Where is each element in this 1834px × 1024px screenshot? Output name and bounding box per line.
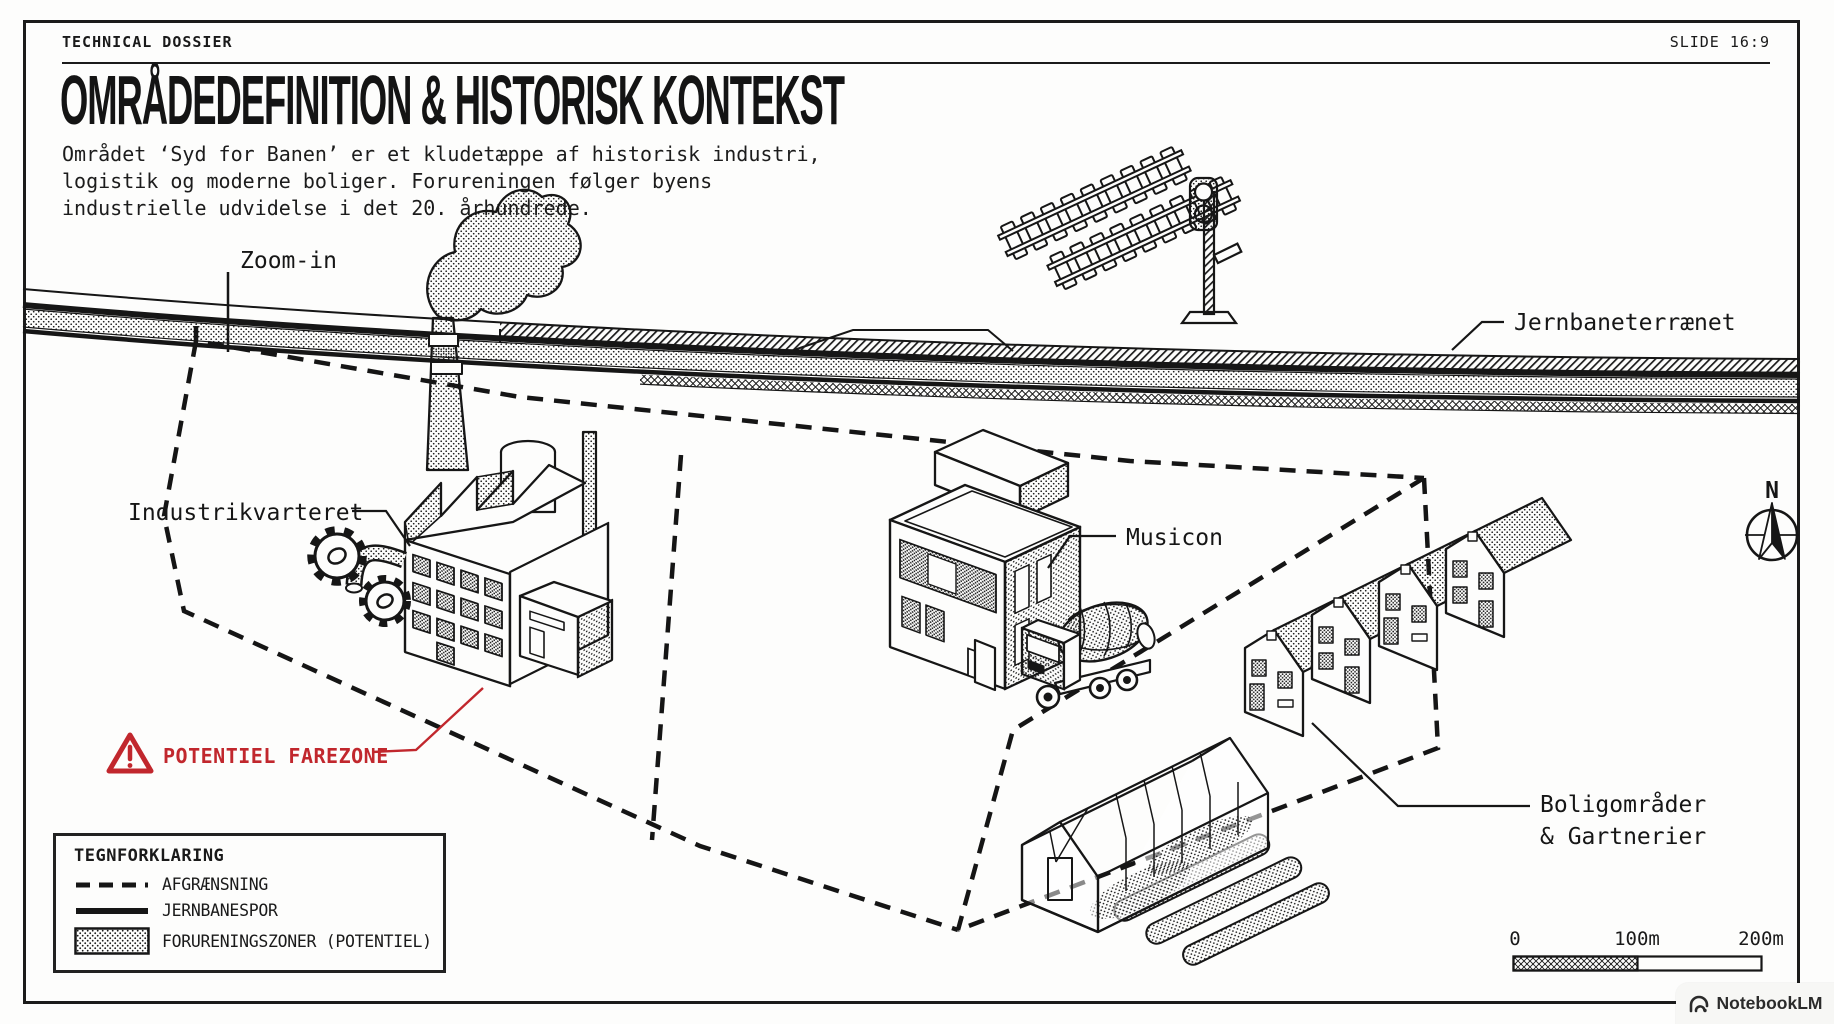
- industrial-callout: Industrikvarteret: [128, 500, 411, 547]
- doc-type-label: TECHNICAL DOSSIER: [62, 33, 233, 51]
- scale-tick-0: 0: [1509, 928, 1521, 950]
- hazard-label: POTENTIEL FAREZONE: [163, 744, 389, 768]
- greenhouse-illustration: [1020, 736, 1330, 966]
- hazard-warning: POTENTIEL FAREZONE: [106, 687, 484, 774]
- zoom-in-label: Zoom-in: [240, 248, 337, 274]
- scale-bar: 0 100m 200m: [1509, 928, 1784, 976]
- intro-line-2: logistik og moderne boliger. Forureninge…: [62, 169, 713, 193]
- railway-area-callout: Jernbaneterrænet: [1451, 310, 1736, 351]
- legend-title: TEGNFORKLARING: [74, 846, 225, 866]
- legend-box: TEGNFORKLARING AFGRÆNSNING JERNBANESPOR: [53, 833, 446, 973]
- header-rule: [62, 62, 1770, 64]
- mixer-truck-illustration: [1020, 601, 1156, 710]
- housing-label-line2: & Gartnerier: [1540, 824, 1706, 850]
- railway-area-label: Jernbaneterrænet: [1514, 310, 1736, 336]
- rail-tracks-illustration: [996, 146, 1243, 325]
- railway-corridor: [22, 288, 1801, 415]
- factory-illustration: [307, 188, 614, 688]
- legend-item-railway: JERNBANESPOR: [74, 901, 443, 920]
- solid-line-symbol: [74, 906, 150, 916]
- compass-north-label: N: [1765, 478, 1779, 504]
- rail-signal: [1179, 176, 1243, 325]
- industrial-label: Industrikvarteret: [128, 500, 363, 526]
- housing-callout: Boligområder & Gartnerier: [1311, 722, 1706, 850]
- dashed-line-symbol: [74, 880, 150, 890]
- legend-item-boundary: AFGRÆNSNING: [74, 875, 443, 894]
- musicon-entrance: [973, 638, 997, 692]
- factory-smoke: [426, 188, 582, 322]
- zoom-in-marker: Zoom-in: [226, 248, 337, 352]
- scale-bar-graphic: [1512, 955, 1763, 972]
- legend-item-pollution: FORURENINGSZONER (POTENTIEL): [74, 927, 443, 955]
- compass-rose: N: [1745, 478, 1799, 562]
- boundary-musicon-left: [649, 454, 684, 841]
- scale-tick-100: 100m: [1614, 928, 1660, 950]
- musicon-callout: Musicon: [1047, 525, 1223, 569]
- legend-item-label: JERNBANESPOR: [162, 901, 278, 920]
- slide-format-label: SLIDE 16:9: [1669, 33, 1770, 51]
- intro-paragraph: Området ‘Syd for Banen’ er et kludetæppe…: [62, 141, 821, 222]
- warning-triangle-icon: [106, 732, 154, 774]
- notebooklm-badge-label: NotebookLM: [1716, 993, 1823, 1013]
- musicon-label: Musicon: [1126, 525, 1223, 551]
- intro-line-1: Området ‘Syd for Banen’ er et kludetæppe…: [62, 142, 821, 166]
- legend-item-label: AFGRÆNSNING: [162, 875, 268, 894]
- legend-item-label: FORURENINGSZONER (POTENTIEL): [162, 931, 432, 951]
- scale-tick-200: 200m: [1738, 928, 1784, 950]
- boundary-industrial: [161, 340, 959, 933]
- boundary-under-rail: [193, 326, 1425, 481]
- row-houses-illustration: [1243, 496, 1573, 738]
- page-title: OMRÅDEDEFINITION & HISTORISK KONTEKST: [60, 61, 845, 139]
- dotted-swatch-symbol: [74, 927, 150, 955]
- notebooklm-logo-icon: [1689, 995, 1708, 1012]
- factory-gears: [307, 526, 411, 627]
- housing-label-line1: Boligområder: [1540, 790, 1706, 818]
- notebooklm-badge[interactable]: NotebookLM: [1676, 983, 1834, 1024]
